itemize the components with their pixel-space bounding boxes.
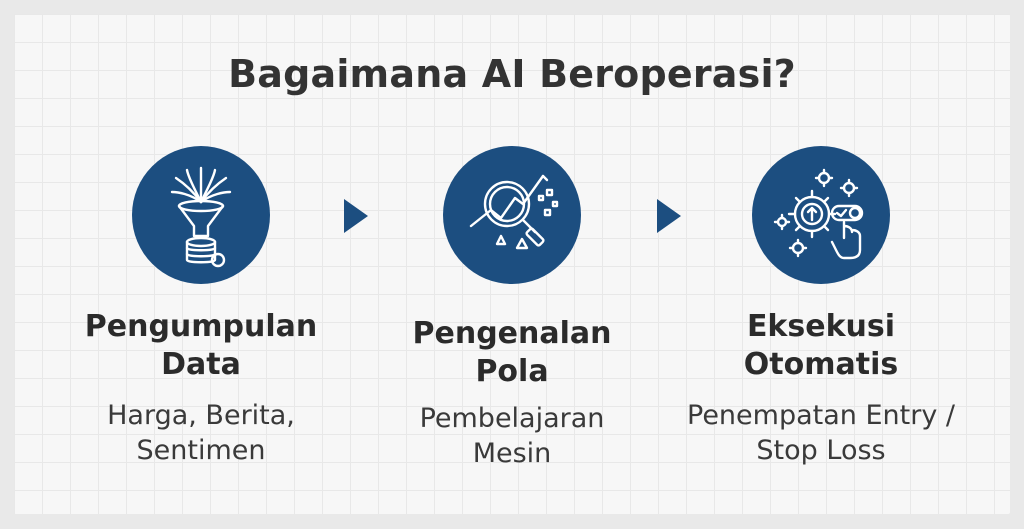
step-3-desc-line-1: Penempatan Entry / [687, 400, 955, 431]
step-3-title-line-2: Otomatis [743, 347, 899, 382]
step-2-description: Pembelajaran Mesin [352, 401, 672, 471]
step-2-desc-line-2: Mesin [472, 438, 552, 469]
funnel-data-icon [170, 166, 232, 268]
step-2-desc-line-1: Pembelajaran [419, 403, 605, 434]
step-3-description: Penempatan Entry / Stop Loss [661, 398, 981, 468]
step-2-title: Pengenalan Pola [372, 315, 652, 391]
page-title: Bagaimana AI Beroperasi? [228, 52, 796, 96]
step-1-circle [132, 146, 270, 284]
flow-arrow-1 [344, 199, 368, 233]
step-1-title: Pengumpulan Data [61, 308, 341, 384]
step-2-title-line-2: Pola [475, 354, 549, 389]
step-1-desc-line-1: Harga, Berita, [107, 400, 295, 431]
gears-automation-icon [773, 168, 864, 260]
step-2-circle [443, 146, 581, 284]
step-3-desc-line-2: Stop Loss [756, 435, 886, 466]
step-1-desc-line-2: Sentimen [136, 435, 266, 466]
step-1-title-line-1: Pengumpulan [84, 309, 318, 344]
magnifier-chart-icon [469, 174, 559, 250]
step-1-title-line-2: Data [161, 347, 241, 382]
step-1-description: Harga, Berita, Sentimen [41, 398, 361, 468]
step-3-title-line-1: Eksekusi [746, 309, 896, 344]
step-2-title-line-1: Pengenalan [412, 316, 612, 351]
flow-arrow-2 [657, 199, 681, 233]
step-3-circle [752, 146, 890, 284]
step-3-title: Eksekusi Otomatis [681, 308, 961, 384]
